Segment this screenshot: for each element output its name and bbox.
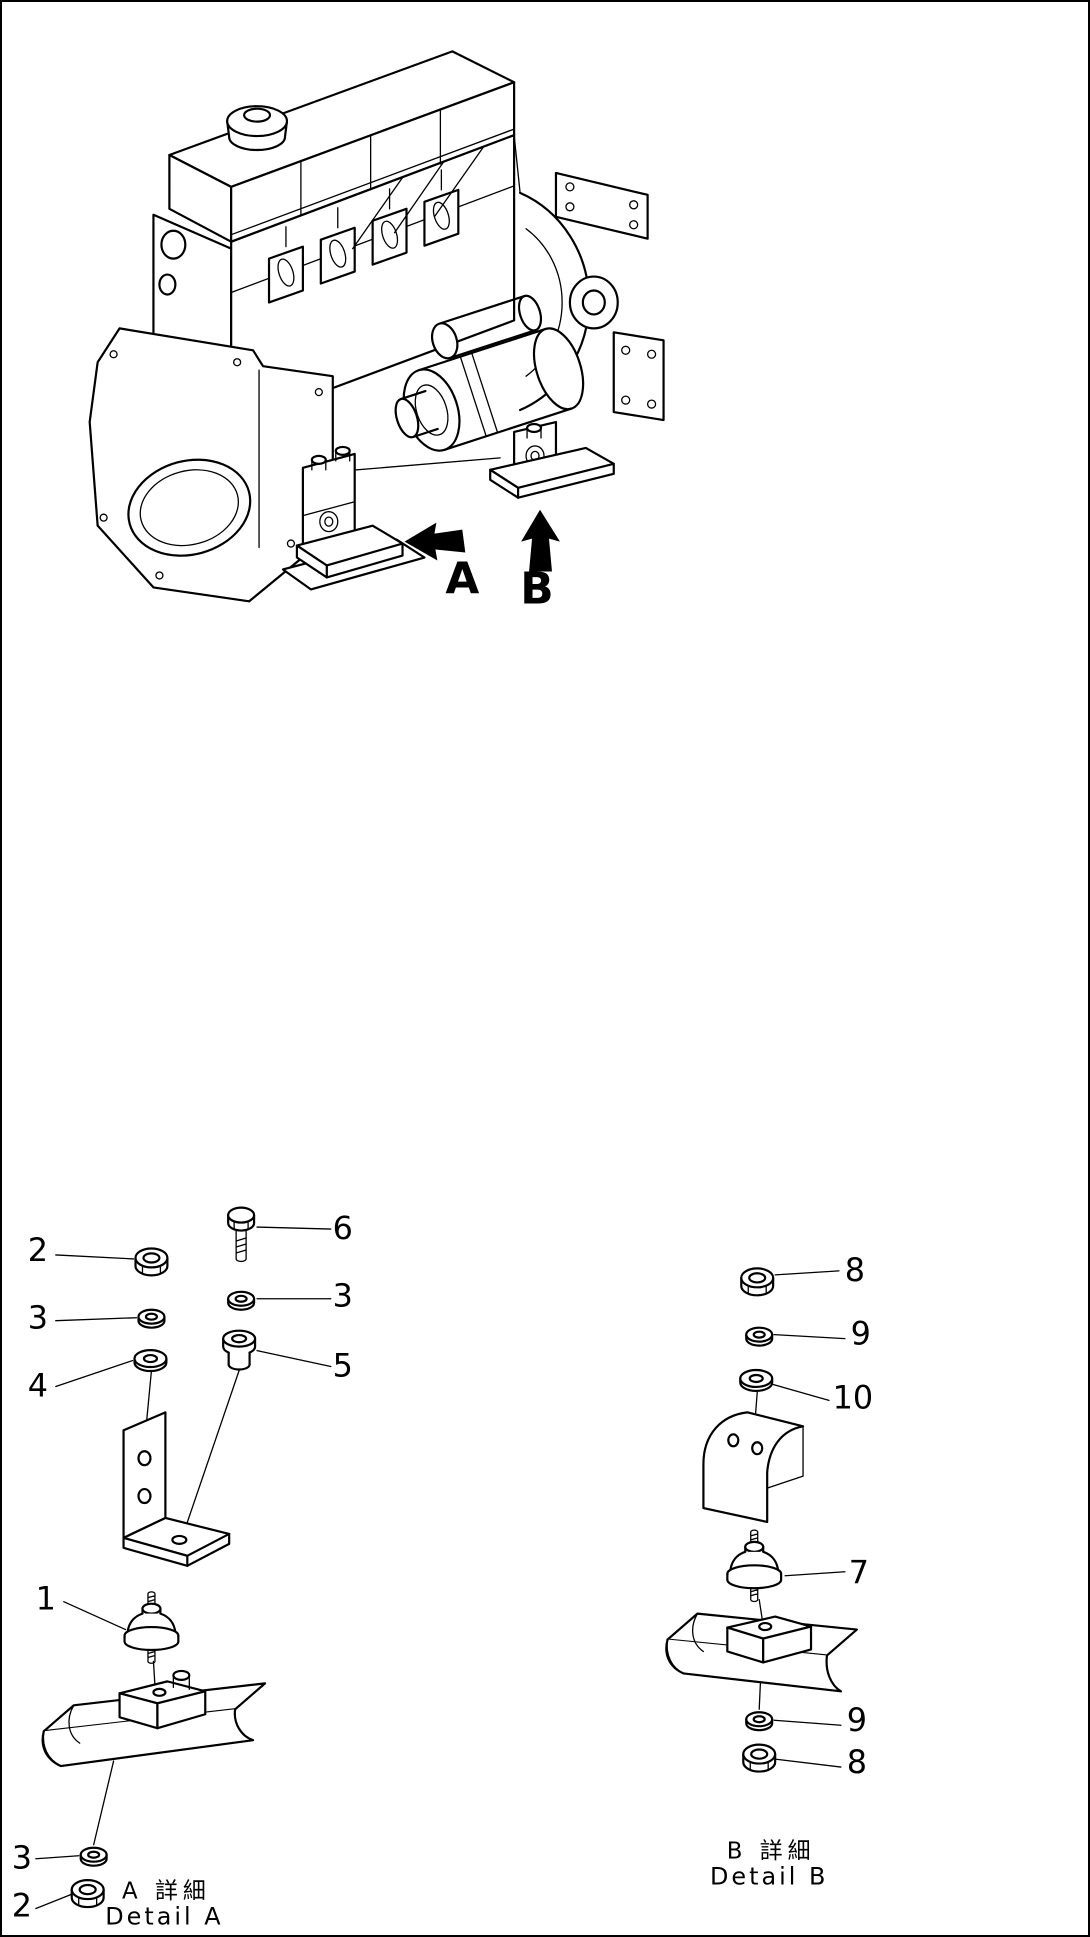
detail-b-leader-lines <box>772 1270 846 1768</box>
engine-mount-part-7 <box>726 1529 783 1603</box>
support-channel-a <box>41 1669 267 1768</box>
washer-part-9-top <box>745 1326 774 1347</box>
callout-number: 7 <box>849 1554 869 1592</box>
callout-number: 10 <box>833 1378 874 1416</box>
detail-b-caption-jp: B 詳細 <box>727 1839 816 1865</box>
callout-number: 3 <box>333 1277 353 1315</box>
washer-part-3-bottom <box>79 1846 108 1867</box>
washer-part-4 <box>133 1348 168 1373</box>
engine-mount-a <box>281 445 426 591</box>
arrow-b <box>521 509 560 572</box>
front-face-boss-small <box>158 273 177 296</box>
callout-number: 5 <box>333 1346 353 1384</box>
arrow-a <box>404 522 466 561</box>
callout-number: 9 <box>851 1315 871 1353</box>
callout-number: 3 <box>28 1299 48 1337</box>
detail-b-drawing: 8 9 10 7 9 8 B 詳細 Detail B <box>665 1251 874 1891</box>
detail-a-structure-lines <box>93 1369 240 1846</box>
valve-cover <box>168 50 516 243</box>
timing-cover <box>88 327 334 603</box>
nut-part-2-top <box>134 1247 169 1277</box>
detail-a-caption-jp: A 詳細 <box>122 1879 211 1905</box>
engine-mount-part-1 <box>123 1590 180 1665</box>
callout-number: 6 <box>333 1209 353 1247</box>
washer-part-3-right <box>227 1290 256 1311</box>
washer-part-10 <box>739 1368 774 1393</box>
washer-part-9-bottom <box>745 1711 774 1732</box>
support-channel-b <box>665 1612 858 1693</box>
block-to-housing-line <box>513 134 521 194</box>
callout-number: 2 <box>12 1887 32 1925</box>
starter-motor <box>394 294 585 452</box>
callout-number: 2 <box>28 1231 48 1269</box>
detail-a-drawing: 6 2 3 3 5 4 1 3 2 A 詳細 Detail A <box>12 1206 353 1930</box>
bolt-part-6 <box>227 1206 256 1263</box>
callout-number: 3 <box>12 1839 32 1877</box>
washer-part-3-left <box>137 1308 166 1329</box>
injection-lines <box>352 142 487 250</box>
mount-bracket-b <box>702 1411 805 1524</box>
oil-pan-line <box>332 457 501 473</box>
front-face-boss <box>160 229 187 260</box>
callout-number: 8 <box>845 1251 865 1289</box>
engine-assembly-drawing: A B <box>88 50 665 614</box>
engine-mount-b <box>489 420 615 499</box>
detail-a-caption-en: Detail A <box>105 1902 223 1930</box>
exhaust-ports <box>267 169 460 304</box>
callout-number: 8 <box>847 1743 867 1781</box>
callout-number: 1 <box>36 1580 56 1618</box>
callout-number: 9 <box>847 1701 867 1739</box>
mount-bracket-a <box>122 1411 231 1567</box>
callout-number: 4 <box>28 1366 48 1404</box>
nut-part-8-top <box>740 1267 775 1297</box>
view-label-a: A <box>445 553 479 604</box>
view-label-b: B <box>520 563 553 614</box>
spacer-part-5 <box>222 1329 257 1371</box>
nut-part-2-bottom <box>70 1879 105 1909</box>
detail-a-leader-lines <box>35 1226 332 1910</box>
detail-b-caption-en: Detail B <box>710 1863 828 1891</box>
oil-filler-cap <box>226 105 289 152</box>
nut-part-8-bottom <box>742 1743 777 1773</box>
